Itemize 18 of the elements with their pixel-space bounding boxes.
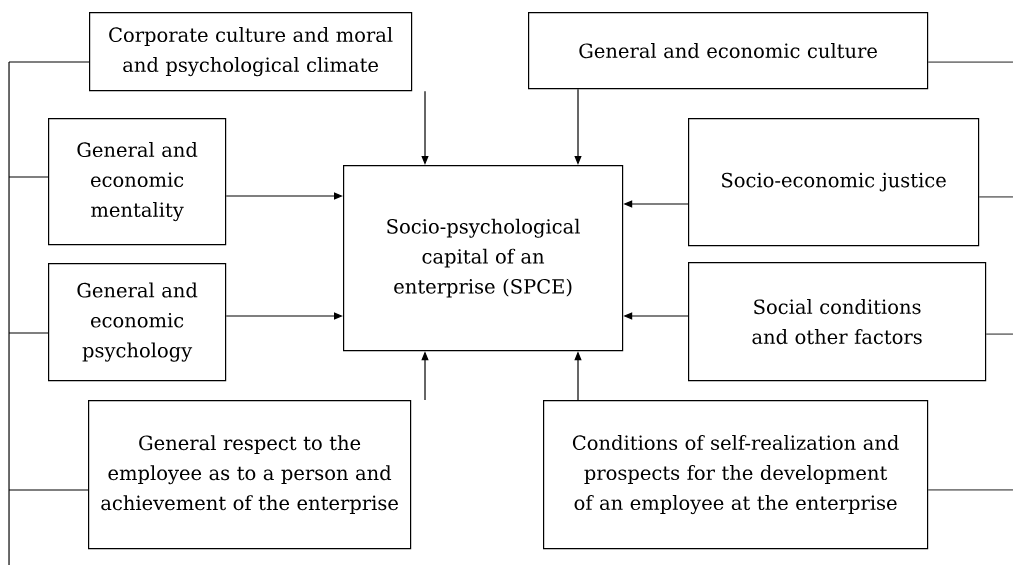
connector-line (8, 61, 10, 565)
box: General and economic culture (528, 12, 929, 90)
connector-line (978, 196, 1013, 198)
box: Socio-psychological capital of an enterprise (SPCE) (343, 165, 624, 352)
connector-line (927, 489, 1013, 491)
connector-line (8, 332, 49, 334)
connector-line (8, 61, 90, 63)
box: Socio-economic justice (688, 118, 980, 247)
box: General and economic psychology (48, 263, 227, 382)
connector-line (8, 489, 89, 491)
box: Corporate culture and moral and psychological climate (89, 12, 413, 92)
connector-line (985, 333, 1013, 335)
box: Social conditions and other factors (688, 262, 987, 382)
box: General respect to the employee as to a person and achievement of the enterprise (88, 400, 412, 550)
connector-line (8, 176, 49, 178)
connector-line (927, 61, 1013, 63)
box: General and economic mentality (48, 118, 227, 246)
box: Conditions of self-realization and prospects for the development of an employee at the enterprise (543, 400, 929, 550)
